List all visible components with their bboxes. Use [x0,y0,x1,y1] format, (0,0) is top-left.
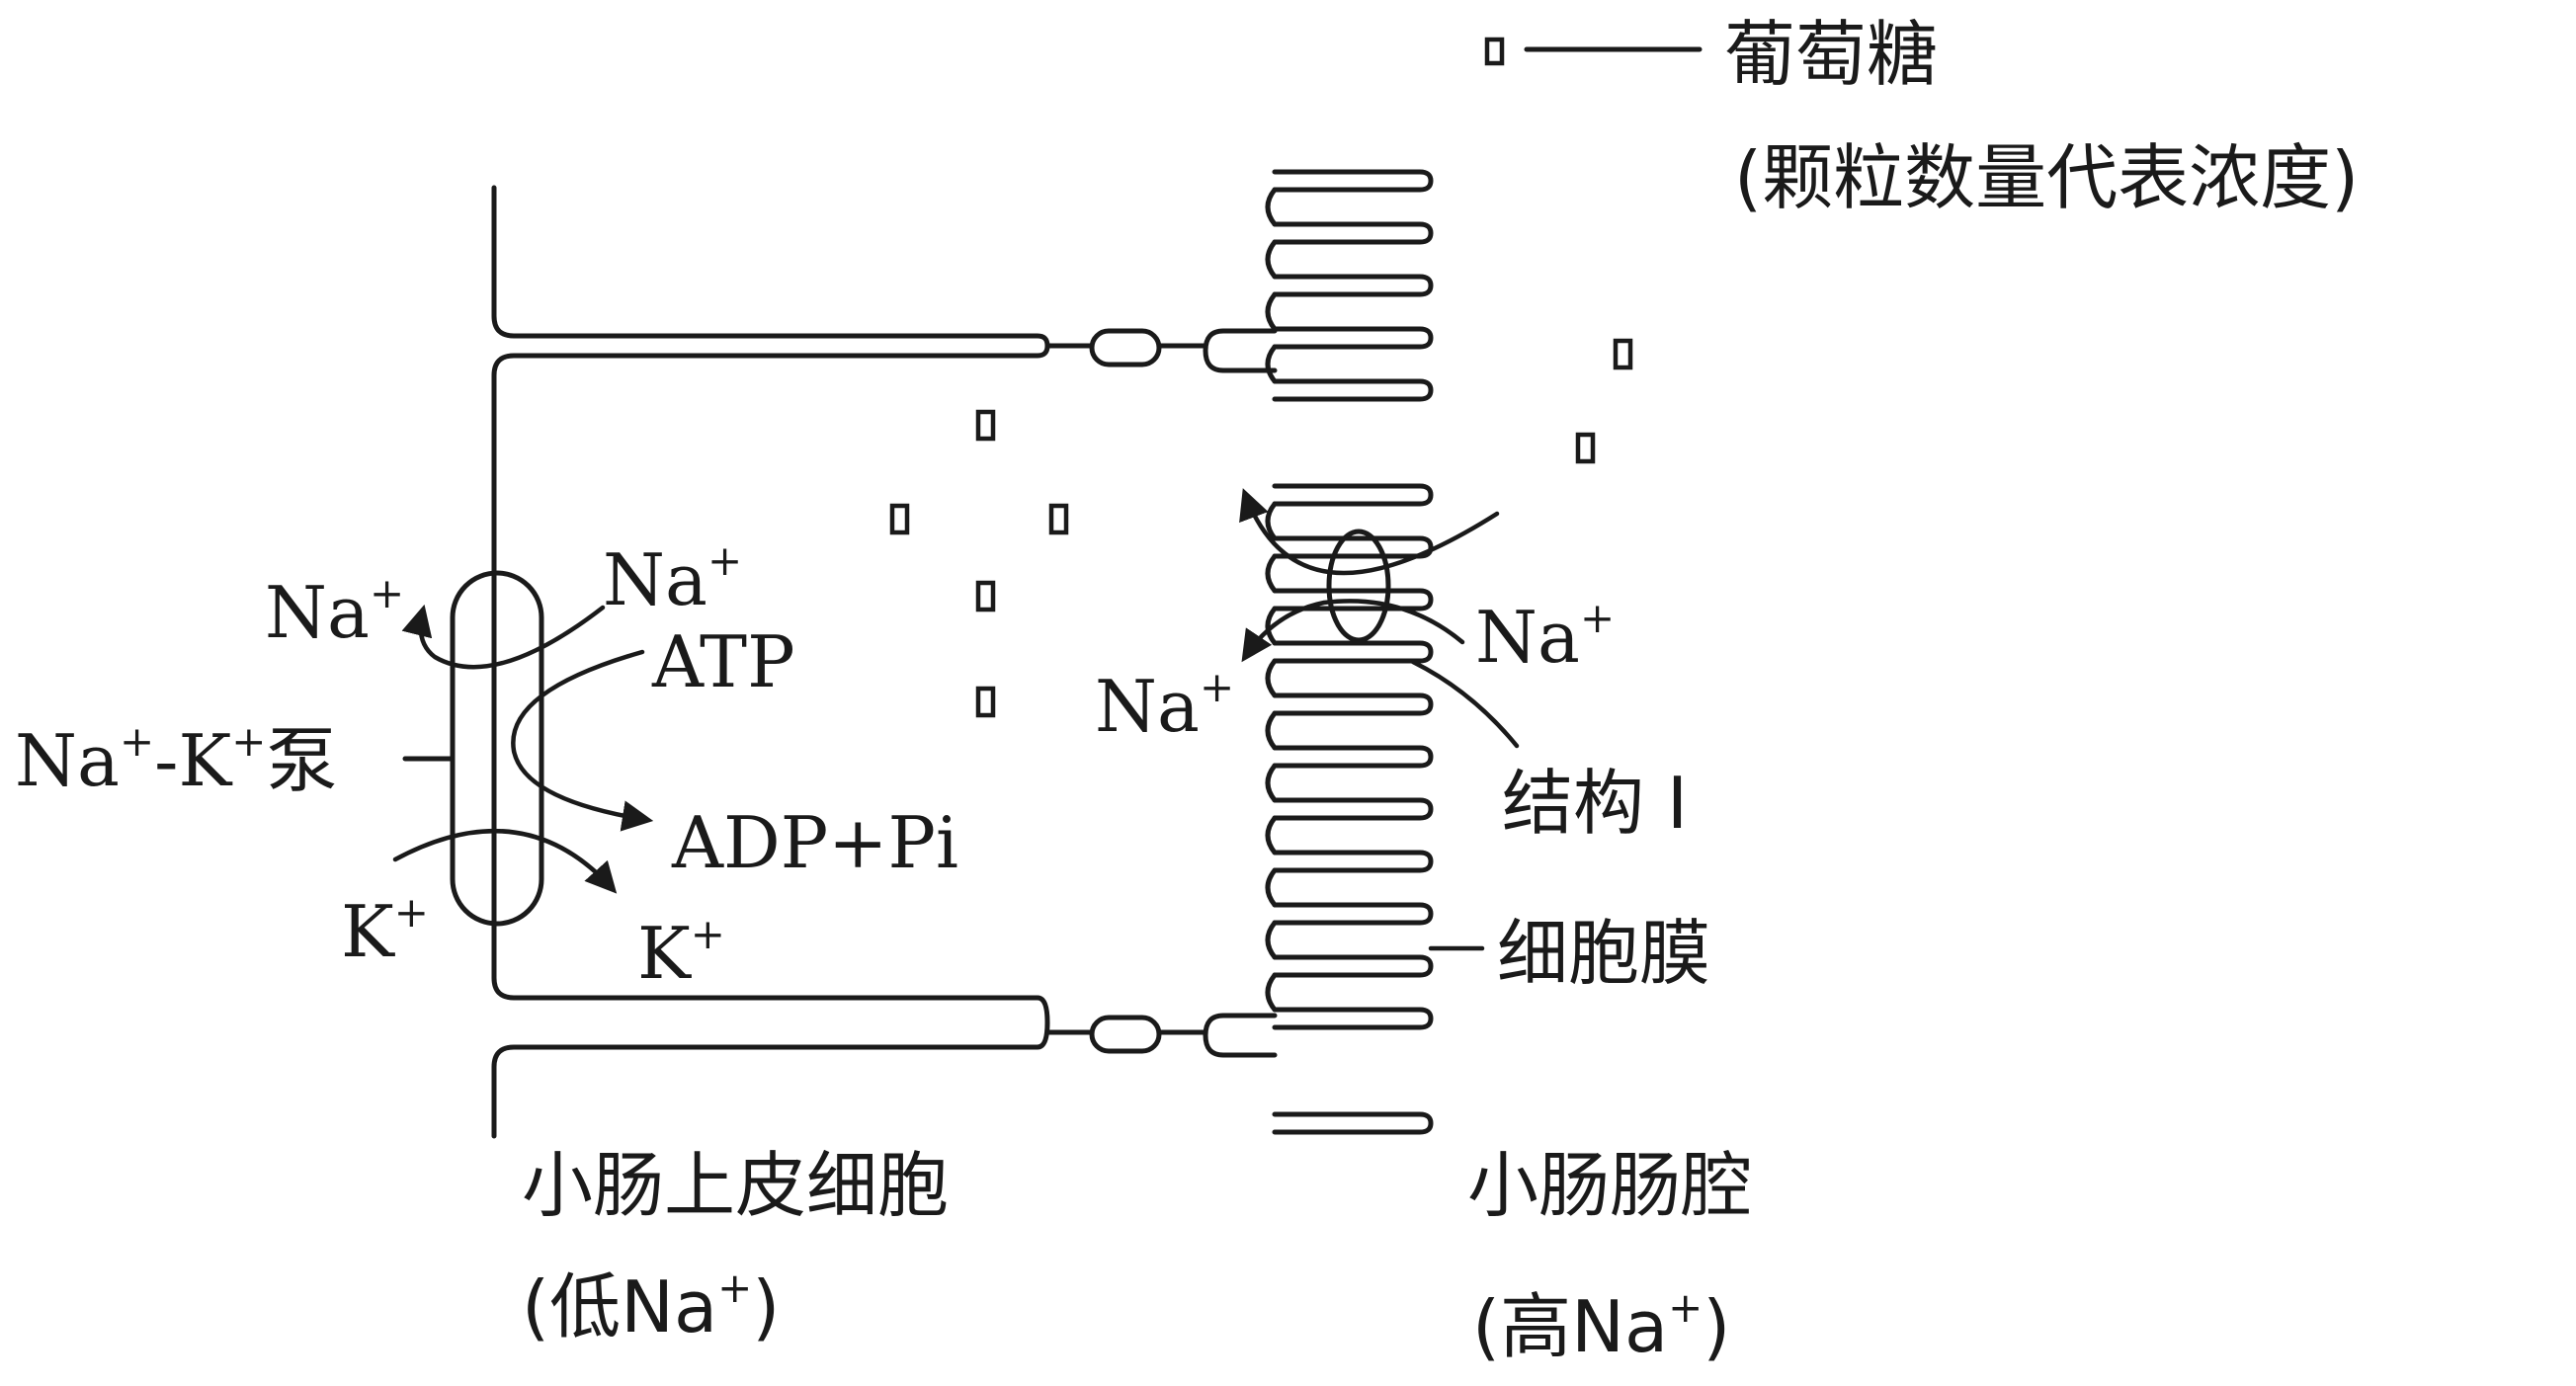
microvillus [1272,797,1434,821]
glucose-particle [1613,338,1633,370]
na-k-pump[interactable] [450,570,544,927]
microvillus-base [1265,867,1278,908]
microvillus [1272,850,1434,873]
microvillus [1272,221,1434,245]
microvillus-base [1265,606,1278,646]
microvillus [1272,1111,1434,1135]
label-na-in: Na+ [603,536,742,621]
cell-outline [491,185,1050,1139]
label-structure-one: 结构 I [1502,762,1688,845]
microvillus [1272,640,1434,664]
microvillus-base [1265,972,1278,1013]
microvillus [1272,378,1434,402]
glucose-particle [1048,503,1069,535]
microvillus [1272,274,1434,297]
na-out-arrow [401,604,606,670]
microvillus [1272,693,1434,716]
k-in-arrow [392,828,618,894]
label-k-in: K+ [637,910,725,995]
glucose-particle [975,686,996,718]
glucose-particle [1575,432,1596,464]
label-na-cell-side: Na+ [1095,663,1234,748]
glucose-particles [889,338,1633,718]
legend-glucose-label: 葡萄糖 [1724,13,1938,96]
label-atp: ATP [651,620,795,703]
microvillus [1272,954,1434,978]
label-na-k-pump: Na+-K+泵 [15,717,337,802]
na-in-arrow [1241,599,1465,663]
microvillus [1272,169,1434,193]
label-na-out: Na+ [265,569,404,654]
microvillus [1272,326,1434,350]
caption-lumen-sub: (高Na+) [1472,1283,1730,1368]
microvillus [1272,483,1434,507]
microvillus [1272,1007,1434,1030]
structure-one[interactable] [1326,529,1391,643]
microvillus-base [1265,239,1278,280]
microvillus [1272,588,1434,611]
microvillus-base [1265,553,1278,594]
caption-cell: 小肠上皮细胞 [522,1144,949,1227]
atp-adp-arrow [511,649,654,832]
microvillus-base [1265,815,1278,856]
label-na-lumen-side: Na+ [1475,594,1615,679]
microvilli-border [1265,169,1434,1135]
structure-pointer-line [1410,659,1520,749]
microvillus-base [1265,291,1278,332]
microvillus-base [1265,920,1278,960]
caption-lumen: 小肠肠腔 [1467,1144,1752,1227]
glucose-particle [975,409,996,442]
label-cell-membrane: 细胞膜 [1497,912,1710,995]
glucose-particle [889,503,910,535]
tight-junction-top [1044,328,1278,373]
legend-glucose-symbol [1484,37,1505,66]
caption-cell-sub: (低Na+) [522,1264,780,1348]
glucose-particle [975,580,996,612]
microvillus-base [1265,763,1278,803]
microvillus-base [1265,658,1278,698]
microvillus-base [1265,710,1278,751]
microvillus [1272,535,1434,559]
legend-note: (颗粒数量代表浓度) [1734,136,2359,219]
tight-junction-bottom [1044,1013,1278,1058]
microvillus-base [1265,501,1278,541]
label-adp-pi: ADP+Pi [671,801,958,884]
label-k-out: K+ [341,888,429,973]
microvillus-base [1265,344,1278,384]
microvillus-base [1265,187,1278,227]
microvillus [1272,902,1434,926]
glucose-in-arrow [1239,488,1500,576]
microvillus [1272,745,1434,769]
